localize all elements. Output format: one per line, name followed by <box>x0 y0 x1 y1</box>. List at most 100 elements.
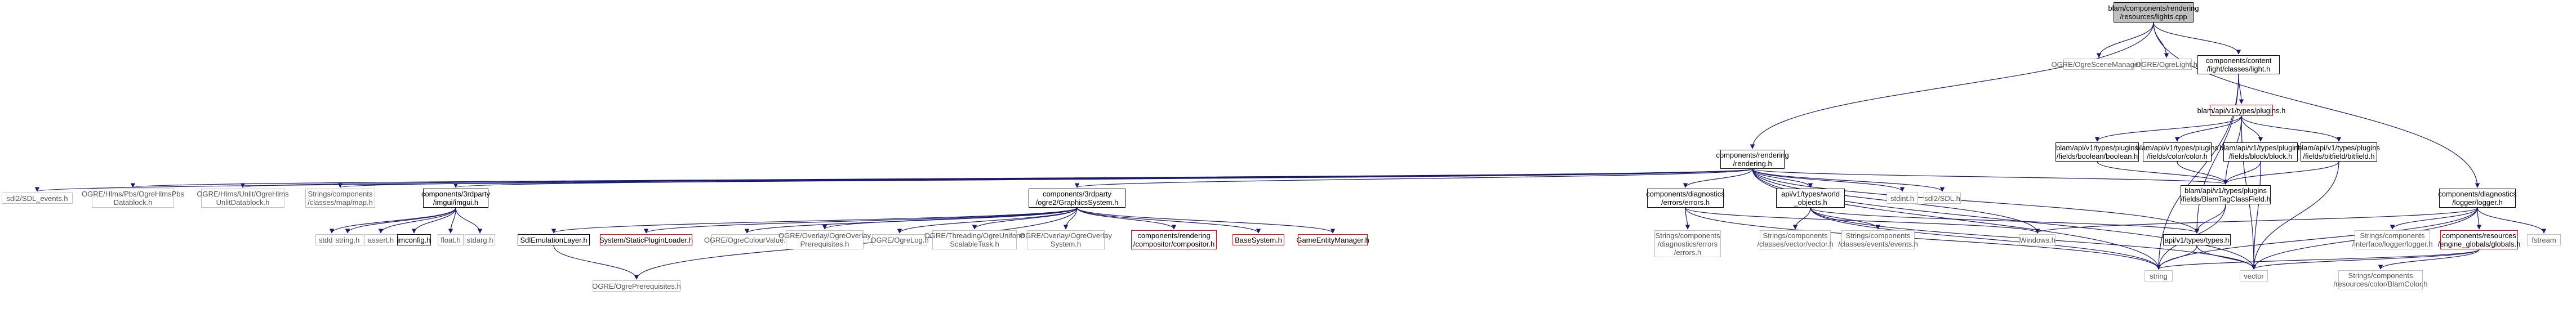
edge-logger-to-string <box>2156 207 2478 270</box>
edge-root-to-ogrescenemanager <box>2096 22 2154 58</box>
node-color[interactable]: blam/api/v1/types/plugins /fields/color/… <box>2136 142 2218 162</box>
edge-ogre2-to-sdlemu <box>551 207 1078 234</box>
node-events-h: Strings/components /classes/events/event… <box>1838 230 1918 249</box>
edge-plugins-to-boolean <box>2094 115 2242 142</box>
edge-root-to-logger <box>2153 22 2480 188</box>
edge-root-to-rendering <box>1750 22 2154 149</box>
node-v1types[interactable]: api/v1/types/types.h <box>2163 234 2231 245</box>
node-gameentity[interactable]: GameEntityManager.h <box>1296 234 1369 245</box>
edge-ogre2-to-staticplugin <box>644 207 1078 234</box>
edge-blamtag-to-v1types <box>2194 204 2226 234</box>
node-vector: vector <box>2240 270 2268 281</box>
node-stdarg: stdarg.h <box>465 234 495 245</box>
node-pbs: OGRE/Hlms/Pbs/OgreHlmsPbs Datablock.h <box>81 189 185 208</box>
edge-boolean-to-blamtag <box>2097 161 2228 185</box>
edge-rendering-to-sdl-h <box>1752 168 1945 192</box>
node-sdl-events: sdl2/SDL_events.h <box>2 193 73 204</box>
node-boolean[interactable]: blam/api/v1/types/plugins /fields/boolea… <box>2056 142 2139 162</box>
node-overlaysystem: OGRE/Overlay/OgreOverlay System.h <box>1020 230 1112 249</box>
edge-logger-to-globals <box>2476 207 2482 230</box>
node-sdlemu[interactable]: SdlEmulationLayer.h <box>518 234 590 245</box>
node-ogrescenemanager: OGRE/OgreSceneManager.h <box>2051 59 2147 70</box>
edge-globals-to-vector <box>2251 249 2480 270</box>
edge-ogre2-to-ogrelog <box>897 207 1078 234</box>
node-float: float.h <box>438 234 464 245</box>
edge-globals-to-string <box>2156 249 2480 270</box>
node-overlayprereq: OGRE/Overlay/OgreOverlay Prerequisites.h <box>778 230 871 249</box>
edge-ogre2-to-compositor <box>1076 207 1177 230</box>
edge-globals-to-blamcolor <box>2378 249 2480 270</box>
edge-imgui-to-stringh <box>345 207 456 234</box>
node-strings-errors: Strings/components /diagnostics/errors /… <box>1654 230 1721 257</box>
node-ogre2[interactable]: components/3rdparty /ogre2/GraphicsSyste… <box>1029 189 1125 208</box>
node-windows: Windows.h <box>2019 234 2056 245</box>
edge-errors-to-string <box>1685 207 2161 270</box>
node-ogrelog: OGRE/OgreLog.h <box>870 234 929 245</box>
edge-rendering-to-errors <box>1683 168 1753 188</box>
node-root: blam/components/rendering /resources/lig… <box>2108 2 2199 23</box>
edge-plugins-to-bitfield <box>2241 115 2342 142</box>
edge-bitfield-to-blamtag <box>2223 161 2339 185</box>
edge-root-to-content-light <box>2153 22 2241 55</box>
node-threading: OGRE/Threading/OgreUniform ScalableTask.… <box>924 230 1025 249</box>
edge-rendering-to-v1types <box>1752 168 2200 234</box>
node-basesystem[interactable]: BaseSystem.h <box>1233 234 1284 245</box>
edge-rendering-to-vector <box>1752 168 2257 270</box>
edge-world-objects-to-string <box>1810 207 2161 270</box>
node-errors[interactable]: components/diagnostics /errors/errors.h <box>1646 189 1725 208</box>
node-ogrelight: OGRE/OgreLight.h <box>2135 59 2197 70</box>
edge-logger-to-windows <box>2035 207 2478 234</box>
node-strings-logger: Strings/components /interface/logger/log… <box>2352 230 2433 249</box>
edge-ogre2-to-overlaysystem <box>1063 207 1078 230</box>
edge-errors-to-strings-errors <box>1685 207 1690 230</box>
edge-ogre2-to-overlayprereq <box>822 207 1078 230</box>
node-world-objects[interactable]: api/v1/types/world _objects.h <box>1776 189 1845 208</box>
node-strings-map: Strings/components /classes/map/map.h <box>305 189 375 208</box>
node-sdl-h: sdl2/SDL.h <box>1924 193 1961 204</box>
edge-ogre2-to-gameentity <box>1076 207 1336 234</box>
node-imgui[interactable]: components/3rdparty /imgui/imgui.h <box>421 189 491 208</box>
node-ogreprereq: OGRE/OgrePrerequisites.h <box>592 280 681 292</box>
node-fstream: fstream <box>2527 234 2561 245</box>
node-blamcolor: Strings/components /resources/color/Blam… <box>2333 270 2428 289</box>
node-bitfield[interactable]: blam/api/v1/types/plugins /fields/bitfie… <box>2298 142 2380 162</box>
edge-ogre2-to-threading <box>972 207 1078 230</box>
edge-world-objects-to-vector-h <box>1792 207 1811 230</box>
edge-root-to-ogrelight <box>2153 22 2169 58</box>
edge-rendering-to-imgui <box>453 168 1753 188</box>
edge-plugins-to-color <box>2174 115 2242 142</box>
node-assert: assert.h <box>364 234 398 245</box>
node-vector-h: Strings/components /classes/vector/vecto… <box>1757 230 1834 249</box>
node-stdint: stdint.h <box>1887 193 1918 204</box>
node-imconfig[interactable]: imconfig.h <box>397 234 431 245</box>
edge-world-objects-to-v1types <box>1810 207 2199 234</box>
edge-imgui-to-imconfig <box>411 207 456 234</box>
node-compositor[interactable]: components/rendering /compositor/composi… <box>1131 230 1217 249</box>
edge-rendering-to-world-objects <box>1752 168 1813 188</box>
node-blamtag[interactable]: blam/api/v1/types/plugins /fields/BlamTa… <box>2181 185 2271 204</box>
node-rendering[interactable]: components/rendering /rendering.h <box>1716 150 1789 169</box>
node-unlit: OGRE/Hlms/Unlit/OgreHlms UnlitDatablock.… <box>197 189 289 208</box>
node-logger[interactable]: components/diagnostics /logger/logger.h <box>2438 189 2517 208</box>
edge-block-to-vector <box>2251 161 2261 270</box>
edge-rendering-to-blamtag <box>1752 168 2228 185</box>
node-plugins[interactable]: blam/api/v1/types/plugins.h <box>2197 105 2285 116</box>
node-stringh: string.h <box>332 234 363 245</box>
edge-content-light-to-plugins <box>2238 74 2244 104</box>
node-colourvalue: OGRE/OgreColourValue.h <box>704 234 790 245</box>
node-content-light[interactable]: components/content /light/classes/light.… <box>2197 55 2280 74</box>
node-block[interactable]: blam/api/v1/types/plugins /fields/block/… <box>2219 142 2302 162</box>
edge-imgui-to-assert <box>378 207 456 234</box>
node-staticplugin[interactable]: System/StaticPluginLoader.h <box>599 234 693 245</box>
edge-rendering-to-ogre2 <box>1075 168 1753 188</box>
edge-logger-to-fstream <box>2477 207 2547 234</box>
edge-ogre2-to-basesystem <box>1076 207 1261 234</box>
edge-imgui-to-stdarg <box>455 207 483 234</box>
edge-content-light-to-v1types <box>2194 74 2239 234</box>
edge-errors-to-windows <box>1685 207 2040 234</box>
node-string: string <box>2145 270 2173 281</box>
node-globals[interactable]: components/resources /engine_globals/glo… <box>2437 230 2521 249</box>
edge-bitfield-to-vector <box>2251 161 2339 270</box>
edge-logger-to-strings-logger <box>2390 207 2478 230</box>
